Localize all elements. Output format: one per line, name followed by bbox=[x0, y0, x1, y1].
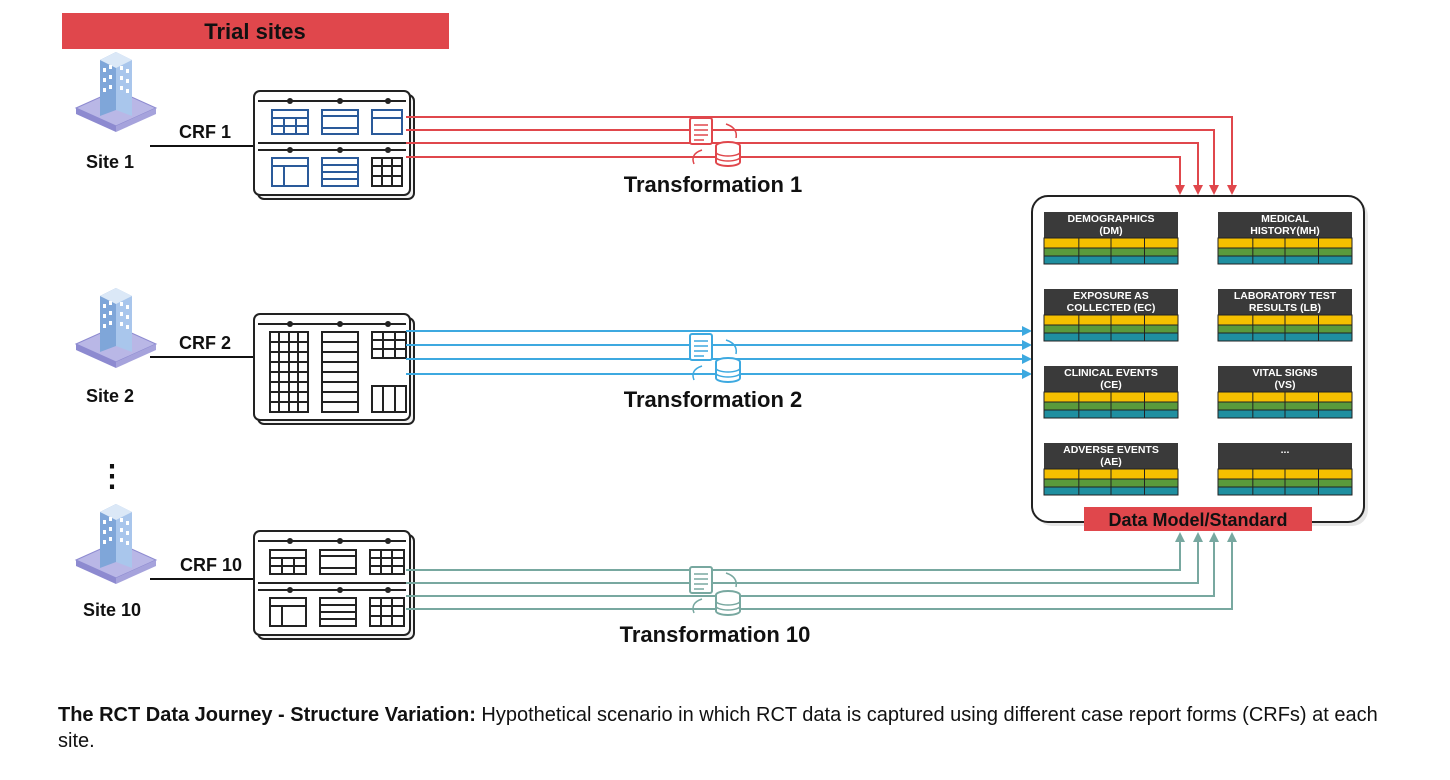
building-icon bbox=[75, 287, 157, 369]
data-model-banner bbox=[1084, 507, 1312, 531]
domain-subtitle: COLLECTED (EC) bbox=[1067, 302, 1156, 314]
site-2-label: Site 2 bbox=[86, 386, 134, 406]
header-banner bbox=[62, 13, 449, 49]
flow-lines-1 bbox=[406, 116, 1237, 195]
site-10-label: Site 10 bbox=[83, 600, 141, 620]
crf-2-label: CRF 2 bbox=[179, 333, 231, 353]
site-10-group: Site 10 CRF 10 bbox=[75, 503, 1237, 647]
site-2-group: Site 2 CRF 2 bbox=[75, 287, 1032, 425]
caption-title: The RCT Data Journey - Structure Variati… bbox=[58, 704, 476, 726]
caption-text: Hypothetical scenario in which RCT data … bbox=[58, 704, 1378, 752]
transformation-10-icon bbox=[689, 566, 741, 616]
crf-1-label: CRF 1 bbox=[179, 122, 231, 142]
more-sites-ellipsis: ⋮ bbox=[97, 460, 127, 493]
domain-title: CLINICAL EVENTS bbox=[1064, 367, 1158, 379]
domain-table: DEMOGRAPHICS(DM) bbox=[1043, 212, 1179, 265]
figure-caption: The RCT Data Journey - Structure Variati… bbox=[58, 702, 1398, 754]
domain-title: DEMOGRAPHICS bbox=[1068, 213, 1155, 225]
transformation-10-label: Transformation 10 bbox=[620, 622, 811, 647]
domain-table: CLINICAL EVENTS(CE) bbox=[1043, 366, 1179, 419]
site-1-group: Site 1 CRF 1 bbox=[75, 51, 1237, 200]
domain-title: LABORATORY TEST bbox=[1234, 290, 1337, 302]
domain-title: VITAL SIGNS bbox=[1253, 367, 1318, 379]
domain-table: ... bbox=[1217, 443, 1353, 496]
domain-subtitle: (AE) bbox=[1100, 456, 1122, 468]
transformation-2-icon bbox=[689, 333, 741, 383]
domain-title: ... bbox=[1281, 444, 1290, 456]
domain-subtitle: (DM) bbox=[1099, 225, 1122, 237]
transformation-1-icon bbox=[689, 117, 741, 167]
domain-table: VITAL SIGNS(VS) bbox=[1217, 366, 1353, 419]
domain-subtitle: RESULTS (LB) bbox=[1249, 302, 1321, 314]
domain-title: EXPOSURE AS bbox=[1073, 290, 1148, 302]
crf-10-form bbox=[253, 530, 415, 640]
domain-table: ADVERSE EVENTS(AE) bbox=[1043, 443, 1179, 496]
crf-1-form bbox=[253, 90, 415, 200]
domain-title: MEDICAL bbox=[1261, 213, 1309, 225]
crf-2-form bbox=[253, 313, 415, 425]
flow-lines-10 bbox=[406, 532, 1237, 610]
building-icon bbox=[75, 51, 157, 133]
header-title: Trial sites bbox=[204, 19, 306, 44]
building-icon bbox=[75, 503, 157, 585]
domain-subtitle: (CE) bbox=[1100, 379, 1122, 391]
domain-subtitle: HISTORY(MH) bbox=[1250, 225, 1319, 237]
domain-subtitle: (VS) bbox=[1275, 379, 1296, 391]
domain-title: ADVERSE EVENTS bbox=[1063, 444, 1159, 456]
transformation-2-label: Transformation 2 bbox=[624, 387, 802, 412]
site-1-label: Site 1 bbox=[86, 152, 134, 172]
crf-10-label: CRF 10 bbox=[180, 555, 242, 575]
transformation-1-label: Transformation 1 bbox=[624, 172, 802, 197]
data-model-label: Data Model/Standard bbox=[1108, 510, 1287, 530]
